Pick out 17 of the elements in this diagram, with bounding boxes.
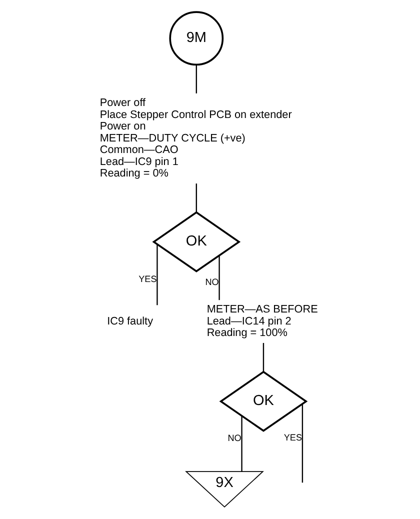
connector	[156, 244, 158, 306]
connector	[241, 416, 242, 472]
connector	[218, 256, 220, 300]
edge-label: YES	[138, 274, 157, 284]
connector	[262, 342, 264, 372]
connector	[196, 184, 197, 212]
connector	[196, 64, 197, 94]
edge-label: NO	[228, 433, 242, 444]
edge-label: YES	[284, 432, 302, 443]
connector	[302, 404, 304, 483]
node-diamond: OK	[152, 211, 241, 272]
node-circle: 9M	[169, 11, 224, 66]
node-text: Power off Place Stepper Control PCB on extender Power on METER—DUTY CYCLE (+ve) Common—CAO Lead—IC9 pin 1 Reading = 0%	[100, 96, 292, 180]
node-diamond: OK	[219, 370, 308, 432]
node-text: IC9 faulty	[107, 315, 153, 328]
edge-label: NO	[205, 277, 219, 288]
node-text: METER—AS BEFORE Lead—IC14 pin 2 Reading = 100%	[206, 304, 318, 340]
